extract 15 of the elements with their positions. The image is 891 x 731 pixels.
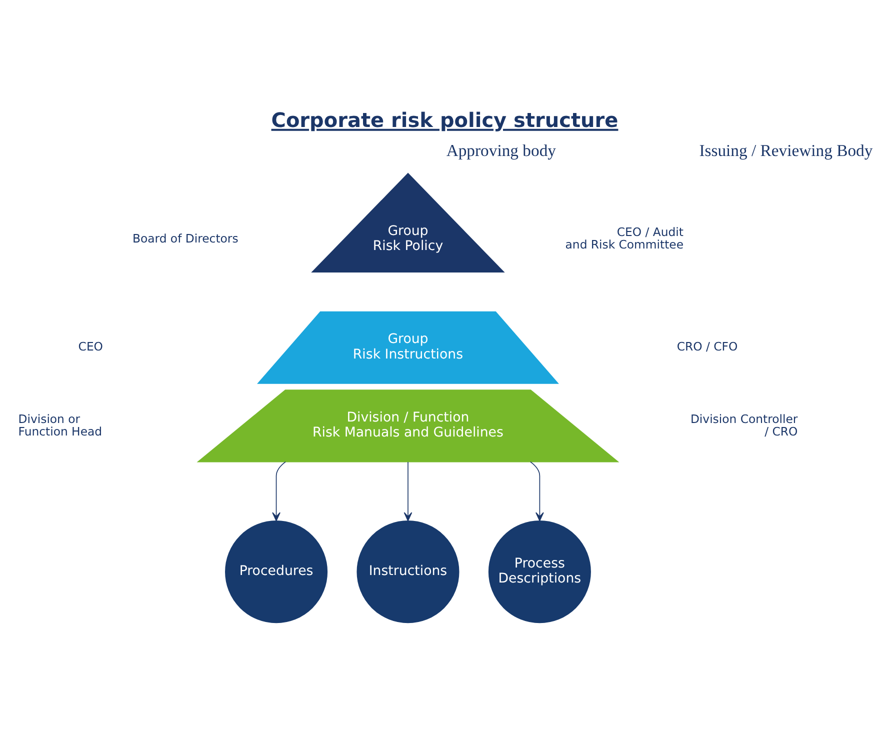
arrow bbox=[272, 461, 286, 522]
node-circle: Instructions bbox=[356, 520, 460, 624]
label: Board of Directors bbox=[132, 231, 238, 246]
label: CEO / Audit and Risk Committee bbox=[565, 225, 684, 252]
arrow bbox=[530, 461, 544, 522]
node-circle: Process Descriptions bbox=[488, 520, 591, 624]
arrow bbox=[404, 462, 412, 522]
label: Issuing / Reviewing Body bbox=[699, 140, 873, 160]
label: CEO bbox=[78, 340, 103, 354]
diagram-title: Corporate risk policy structure bbox=[271, 108, 618, 132]
label: Division or Function Head bbox=[18, 412, 102, 438]
label: CRO / CFO bbox=[676, 340, 738, 354]
node-circle: Procedures bbox=[225, 520, 328, 624]
label: Approving body bbox=[446, 140, 556, 160]
label: Division Controller / CRO bbox=[690, 412, 798, 438]
